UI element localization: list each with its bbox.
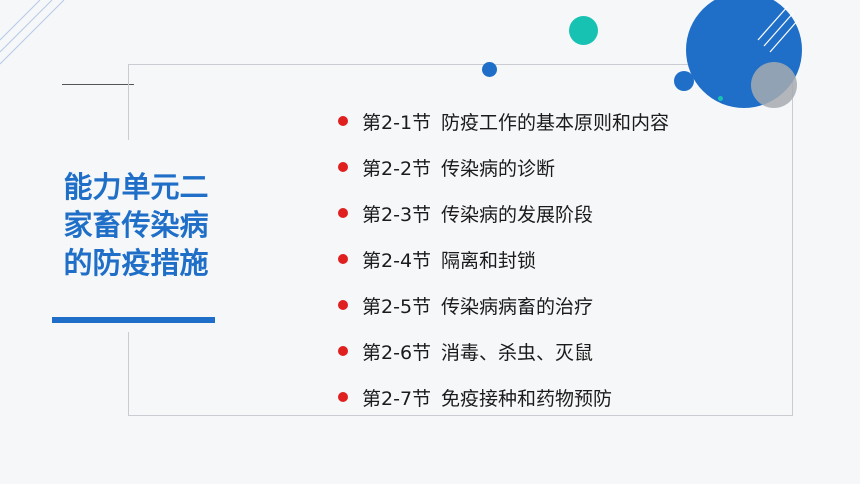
section-code: 第2-6节 (362, 341, 432, 364)
diagonal-lines-decoration (0, 0, 65, 65)
section-item[interactable]: 第2-7节 免疫接种和药物预防 (338, 374, 669, 420)
bullet-icon (338, 300, 348, 310)
header-rule (62, 84, 134, 85)
section-item[interactable]: 第2-5节 传染病病畜的治疗 (338, 282, 669, 328)
section-code: 第2-4节 (362, 249, 432, 272)
section-title: 免疫接种和药物预防 (441, 387, 613, 410)
section-title: 传染病病畜的治疗 (441, 295, 594, 318)
section-code: 第2-2节 (362, 157, 432, 180)
section-item[interactable]: 第2-2节 传染病的诊断 (338, 144, 669, 190)
bullet-icon (338, 346, 348, 356)
section-code: 第2-1节 (362, 111, 432, 134)
section-title: 消毒、杀虫、灭鼠 (441, 341, 594, 364)
section-title: 传染病的诊断 (441, 157, 556, 180)
small-blue-circle (674, 71, 694, 91)
title-underline (52, 317, 215, 323)
section-title: 防疫工作的基本原则和内容 (441, 111, 670, 134)
bullet-icon (338, 392, 348, 402)
section-item[interactable]: 第2-4节 隔离和封锁 (338, 236, 669, 282)
section-item[interactable]: 第2-6节 消毒、杀虫、灭鼠 (338, 328, 669, 374)
teal-dot (718, 96, 723, 101)
section-code: 第2-5节 (362, 295, 432, 318)
bullet-icon (338, 254, 348, 264)
section-item[interactable]: 第2-3节 传染病的发展阶段 (338, 190, 669, 236)
stripe-decoration (757, 5, 798, 53)
bullet-icon (338, 208, 348, 218)
title-line: 家畜传染病 (63, 208, 209, 242)
section-title: 传染病的发展阶段 (441, 203, 594, 226)
unit-title: 能力单元二 家畜传染病 的防疫措施 (46, 168, 226, 282)
bullet-icon (338, 162, 348, 172)
teal-circle (569, 16, 598, 45)
small-blue-circle (482, 62, 497, 77)
section-title: 隔离和封锁 (441, 249, 537, 272)
section-item[interactable]: 第2-1节 防疫工作的基本原则和内容 (338, 98, 669, 144)
section-code: 第2-7节 (362, 387, 432, 410)
section-code: 第2-3节 (362, 203, 432, 226)
bullet-icon (338, 116, 348, 126)
section-list: 第2-1节 防疫工作的基本原则和内容 第2-2节 传染病的诊断 第2-3节 传染… (338, 98, 669, 420)
grey-circle (751, 62, 797, 108)
frame-gap (125, 140, 133, 332)
title-line: 的防疫措施 (63, 246, 209, 280)
title-line: 能力单元二 (63, 170, 209, 204)
